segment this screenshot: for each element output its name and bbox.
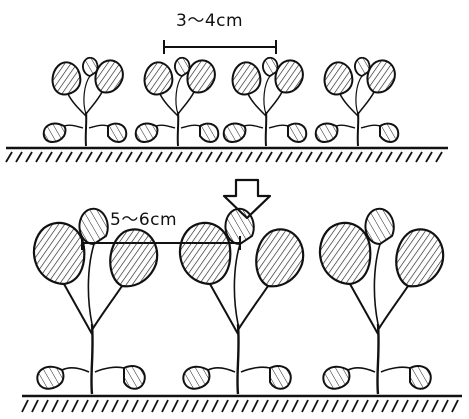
plant-icon [34,209,157,394]
seedling-icon [316,58,399,146]
plant-icon [320,209,443,394]
bottom-spacing-label: 5～6cm [110,205,177,230]
seedling-icon [136,58,219,146]
ground-bottom [22,396,462,412]
seedling-icon [44,58,127,146]
plant-icon [180,209,303,394]
plant-row-after [34,209,443,394]
seedling-icon [224,58,307,146]
top-spacing-indicator [164,40,276,54]
top-spacing-label: 3～4cm [176,6,243,31]
seedling-row-before [44,58,399,146]
ground-top [6,148,448,162]
